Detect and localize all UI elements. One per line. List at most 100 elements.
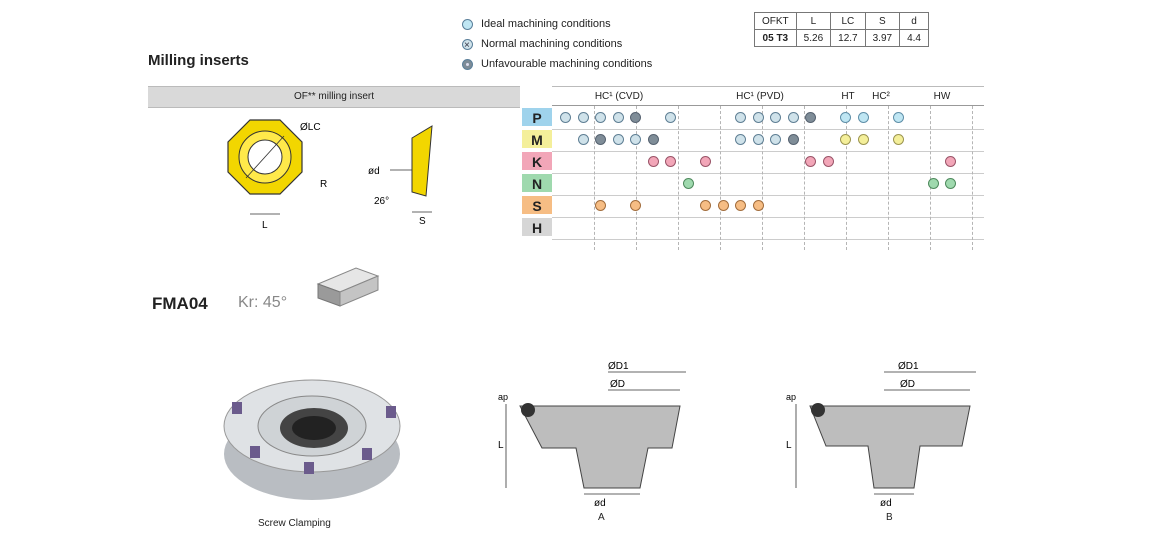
table-header: LC bbox=[830, 12, 866, 30]
condition-dot bbox=[630, 200, 641, 211]
grid-column-line bbox=[972, 106, 973, 250]
condition-dot bbox=[752, 134, 764, 145]
table-cell: 5.26 bbox=[795, 29, 832, 47]
grid-column-line bbox=[678, 106, 679, 250]
insert-drawing: ØLC R L ød 26° S bbox=[227, 119, 433, 231]
grid-column-line bbox=[888, 106, 889, 250]
condition-dot bbox=[682, 178, 694, 189]
divider bbox=[552, 217, 984, 218]
ideal-dot-icon bbox=[462, 18, 473, 30]
insert-icon bbox=[232, 402, 242, 414]
material-h: H bbox=[522, 218, 552, 238]
condition-dot bbox=[787, 112, 799, 123]
legend-item-unfavourable: Unfavourable machining conditions bbox=[462, 54, 652, 74]
table-header: OFKT bbox=[754, 12, 797, 30]
condition-dot bbox=[840, 112, 851, 123]
grade-grid: HC¹ (CVD) HC¹ (PVD) HT HC² HW P M K N S … bbox=[522, 86, 984, 250]
legend-item-ideal: Ideal machining conditions bbox=[462, 14, 652, 34]
table-header: d bbox=[899, 12, 929, 30]
table-header: L bbox=[795, 12, 832, 30]
condition-dot bbox=[787, 134, 799, 145]
dim-bore: ød bbox=[594, 498, 606, 508]
material-n: N bbox=[522, 174, 552, 194]
condition-dot bbox=[735, 112, 746, 123]
drawing-b-label: B bbox=[886, 512, 893, 523]
condition-dot bbox=[770, 134, 781, 145]
condition-dot bbox=[665, 112, 676, 123]
condition-dot bbox=[700, 200, 711, 211]
condition-dot bbox=[752, 200, 764, 211]
legend: Ideal machining conditions Normal machin… bbox=[462, 14, 652, 74]
grade-group-cvd: HC¹ (CVD) bbox=[552, 86, 686, 106]
condition-dot bbox=[595, 134, 606, 145]
drawing-a-label: A bbox=[598, 512, 605, 523]
dim-d1: ØD1 bbox=[898, 361, 919, 372]
dim-d1: ØD1 bbox=[608, 361, 629, 372]
label-d: ød bbox=[368, 166, 380, 177]
dim-d: ØD bbox=[610, 379, 625, 390]
insert-icon bbox=[304, 462, 314, 474]
condition-dot bbox=[577, 112, 589, 123]
grid-column-line bbox=[762, 106, 763, 250]
condition-dot bbox=[892, 112, 904, 123]
dim-l: L bbox=[786, 440, 792, 451]
condition-dot bbox=[577, 134, 589, 145]
grid-column-line bbox=[636, 106, 637, 250]
insert-icon bbox=[362, 448, 372, 460]
label-r: R bbox=[320, 179, 327, 190]
condition-dot bbox=[822, 156, 834, 167]
condition-dot bbox=[665, 156, 676, 167]
dim-ap: ap bbox=[786, 392, 796, 402]
normal-dot-icon bbox=[462, 36, 473, 56]
insert-icon bbox=[386, 406, 396, 418]
grid-column-line bbox=[804, 106, 805, 250]
drawing-a: ØD1 ØD ap L ød bbox=[498, 361, 686, 508]
table-cell: 4.4 bbox=[899, 29, 929, 47]
grade-group-pvd: HC¹ (PVD) bbox=[686, 86, 834, 106]
condition-dot bbox=[595, 200, 606, 211]
condition-dot bbox=[647, 134, 659, 145]
dim-bore: ød bbox=[880, 498, 892, 508]
label-l: L bbox=[262, 220, 268, 231]
page-title: Milling inserts bbox=[148, 52, 249, 69]
condition-dot bbox=[892, 134, 904, 145]
table-header: S bbox=[864, 12, 901, 30]
condition-dot bbox=[735, 134, 746, 145]
condition-dot bbox=[647, 156, 659, 167]
grade-group-ht: HT bbox=[834, 86, 862, 106]
label-s: S bbox=[419, 216, 426, 227]
cutter-caption: Screw Clamping bbox=[258, 518, 331, 529]
material-s: S bbox=[522, 196, 552, 216]
condition-dot bbox=[595, 112, 606, 123]
milling-cutter-image bbox=[223, 379, 401, 500]
grade-group-hc2: HC² bbox=[862, 86, 900, 106]
condition-dot bbox=[857, 134, 869, 145]
condition-dot bbox=[770, 112, 781, 123]
divider bbox=[552, 195, 984, 196]
condition-dot bbox=[945, 178, 956, 189]
dim-l: L bbox=[498, 440, 504, 451]
condition-dot bbox=[857, 112, 869, 123]
condition-dot bbox=[612, 112, 624, 123]
label-angle: 26° bbox=[374, 196, 389, 207]
divider bbox=[552, 239, 984, 240]
unfavourable-dot-icon bbox=[462, 58, 473, 70]
condition-dot bbox=[612, 134, 624, 145]
condition-dot bbox=[805, 112, 816, 123]
ofkt-dimension-table: OFKT L LC S d 05 T3 5.26 12.7 3.97 4.4 bbox=[754, 12, 929, 47]
condition-dot bbox=[840, 134, 851, 145]
product-code: FMA04 bbox=[152, 294, 208, 313]
dim-ap: ap bbox=[498, 392, 508, 402]
product-angle: Kr: 45° bbox=[238, 294, 288, 311]
condition-dot bbox=[805, 156, 816, 167]
label-lc: ØLC bbox=[300, 122, 321, 133]
grid-column-line bbox=[846, 106, 847, 250]
table-header-row: OFKT L LC S d bbox=[754, 12, 929, 30]
table-cell: 05 T3 bbox=[754, 29, 797, 47]
condition-dot bbox=[560, 112, 571, 123]
material-k: K bbox=[522, 152, 552, 172]
grade-group-hw: HW bbox=[900, 86, 984, 106]
drawing-b: ØD1 ØD ap L ød bbox=[786, 361, 976, 508]
insert-3d-image bbox=[316, 267, 380, 307]
condition-dot bbox=[717, 200, 729, 211]
